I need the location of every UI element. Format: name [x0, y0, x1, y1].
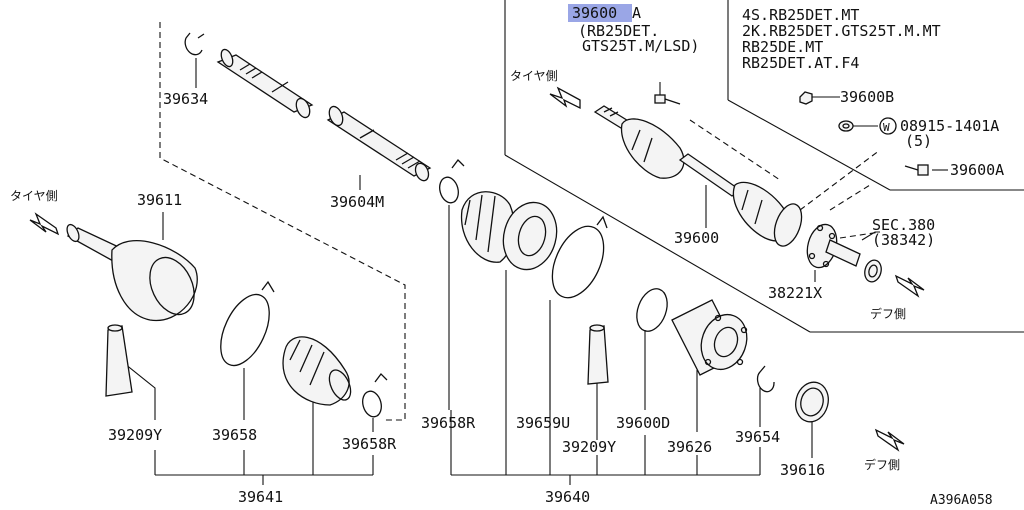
- label-39658[interactable]: 39658: [212, 426, 257, 444]
- label-39658R-mid[interactable]: 39658R: [421, 414, 476, 432]
- label-washer-symbol: W: [883, 121, 890, 134]
- label-39600D[interactable]: 39600D: [616, 414, 670, 432]
- part-39654-snap-ring[interactable]: [756, 365, 775, 393]
- part-39611-outer-joint[interactable]: [65, 223, 203, 322]
- part-inner-joint-housing[interactable]: [496, 196, 564, 275]
- washer-symbol-icon: [879, 117, 897, 135]
- part-39658-band[interactable]: [211, 280, 279, 373]
- label-washer-qty: (5): [905, 132, 932, 150]
- part-39600-shaft-assembly[interactable]: [593, 105, 807, 250]
- arrow-diff-side-right-icon: [894, 274, 925, 298]
- part-bolt-39600A-right[interactable]: [904, 164, 929, 176]
- label-39600[interactable]: 39600: [674, 229, 719, 247]
- label-39659U[interactable]: 39659U: [516, 414, 570, 432]
- bracket-39641: [154, 400, 374, 485]
- label-app-1: 4S.RB25DET.MT: [742, 6, 859, 24]
- part-38221X-flange[interactable]: [803, 221, 861, 271]
- label-39600A-right[interactable]: 39600A: [950, 161, 1004, 179]
- label-diff-side-right: デフ側: [870, 306, 906, 321]
- label-39616[interactable]: 39616: [780, 461, 825, 479]
- part-nut-39600B[interactable]: [799, 91, 813, 105]
- label-sec-ref[interactable]: SEC.380: [872, 216, 935, 234]
- label-app-3: RB25DE.MT: [742, 38, 823, 56]
- label-tire-side-top: タイヤ側: [510, 69, 558, 83]
- highlight-box: [568, 4, 632, 22]
- label-39654[interactable]: 39654: [735, 428, 780, 446]
- part-spline-shaft-upper[interactable]: [216, 48, 314, 120]
- label-39640[interactable]: 39640: [545, 488, 590, 506]
- part-39616-cap[interactable]: [791, 379, 832, 426]
- label-39641[interactable]: 39641: [238, 488, 283, 506]
- label-sec-sub: (38342): [872, 231, 935, 249]
- part-boot-mid[interactable]: [460, 191, 515, 263]
- part-seal-ring[interactable]: [862, 258, 883, 283]
- part-39634-snap-ring[interactable]: [184, 32, 205, 56]
- arrow-diff-side-bottom-icon: [874, 428, 905, 452]
- label-washer-part[interactable]: 08915-1401A: [900, 117, 999, 135]
- arrow-tire-side-left-icon: [29, 212, 60, 236]
- part-39600D-ring[interactable]: [631, 285, 672, 336]
- label-top-note-2: GTS25T.M/LSD): [582, 37, 699, 55]
- label-39611[interactable]: 39611: [137, 191, 182, 209]
- part-39626-housing[interactable]: [671, 299, 754, 376]
- label-diff-side-bottom: デフ側: [864, 457, 900, 472]
- label-39604M[interactable]: 39604M: [330, 193, 384, 211]
- part-39658R-clamp-left[interactable]: [360, 373, 388, 419]
- part-39658R-clamp-mid[interactable]: [437, 159, 465, 205]
- label-39658R-left[interactable]: 39658R: [342, 435, 397, 453]
- part-39604M-shaft[interactable]: [326, 104, 432, 182]
- part-boot-left[interactable]: [282, 336, 355, 406]
- arrow-tire-side-top-icon: [549, 86, 581, 110]
- label-top-code-highlight[interactable]: 39600: [572, 4, 617, 22]
- label-39209Y-mid[interactable]: 39209Y: [562, 438, 616, 456]
- part-39659U-band[interactable]: [542, 215, 614, 306]
- part-bolt-39600A-top[interactable]: [654, 94, 681, 105]
- label-diagram-code: A396A058: [930, 493, 993, 508]
- label-39600B[interactable]: 39600B: [840, 88, 894, 106]
- label-app-2: 2K.RB25DET.GTS25T.M.MT: [742, 22, 941, 40]
- label-tire-side-left: タイヤ側: [10, 189, 58, 203]
- label-39634[interactable]: 39634: [163, 90, 208, 108]
- label-39626[interactable]: 39626: [667, 438, 712, 456]
- label-top-note-1: (RB25DET.: [578, 22, 659, 40]
- leader-lines: [119, 58, 948, 458]
- part-39209Y-grease-left[interactable]: [105, 324, 133, 397]
- part-39209Y-grease-mid[interactable]: [587, 324, 609, 385]
- frame-lines: [159, 0, 1024, 421]
- label-38221X[interactable]: 38221X: [768, 284, 822, 302]
- label-top-code-suffix[interactable]: A: [632, 4, 641, 22]
- part-washer[interactable]: [838, 120, 854, 132]
- label-app-4: RB25DET.AT.F4: [742, 54, 859, 72]
- label-39209Y-left[interactable]: 39209Y: [108, 426, 162, 444]
